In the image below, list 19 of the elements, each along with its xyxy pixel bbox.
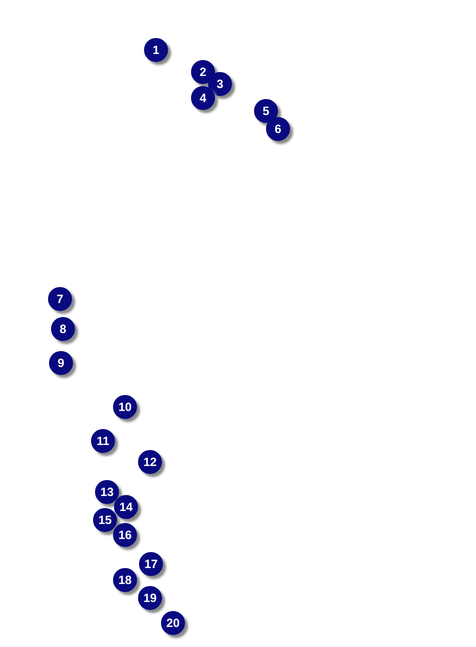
callout-number: 16 bbox=[113, 523, 137, 547]
callout-number: 2 bbox=[191, 60, 215, 84]
callout-number: 15 bbox=[93, 508, 117, 532]
callout-number: 1 bbox=[144, 38, 168, 62]
callout-number: 19 bbox=[138, 586, 162, 610]
callout-number: 8 bbox=[51, 317, 75, 341]
callout-number: 9 bbox=[49, 351, 73, 375]
callout-number: 12 bbox=[138, 450, 162, 474]
callout-number: 6 bbox=[266, 117, 290, 141]
callout-number: 10 bbox=[113, 395, 137, 419]
callout-number: 13 bbox=[95, 480, 119, 504]
callout-number: 4 bbox=[191, 86, 215, 110]
callout-number: 11 bbox=[91, 429, 115, 453]
callout-number: 17 bbox=[139, 552, 163, 576]
callout-number: 18 bbox=[113, 568, 137, 592]
callout-number: 5 bbox=[254, 99, 278, 123]
callout-number: 14 bbox=[114, 495, 138, 519]
callout-number: 20 bbox=[161, 611, 185, 635]
callout-number: 7 bbox=[48, 287, 72, 311]
